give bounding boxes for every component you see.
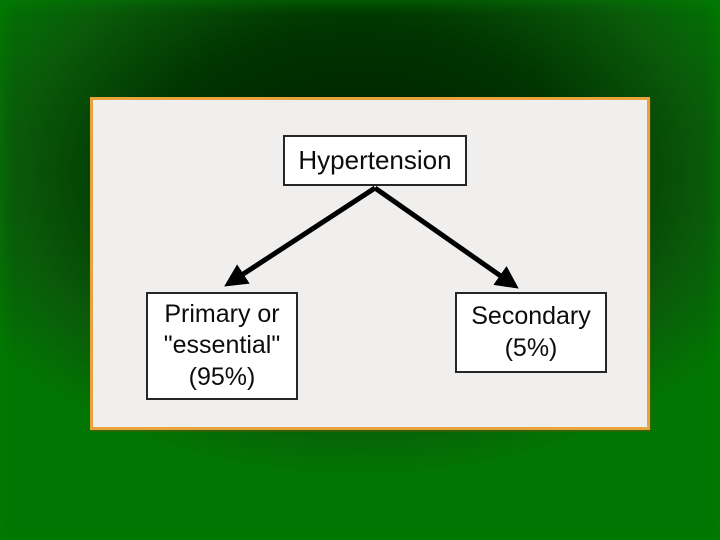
diagram-panel: Hypertension Primary or "essential" (95%… [90,97,650,430]
node-primary-essential: Primary or "essential" (95%) [146,292,298,400]
arrow-to-primary [224,185,377,287]
node-hypertension: Hypertension [283,135,467,186]
arrow-to-secondary [373,185,519,289]
node-secondary: Secondary (5%) [455,292,607,373]
